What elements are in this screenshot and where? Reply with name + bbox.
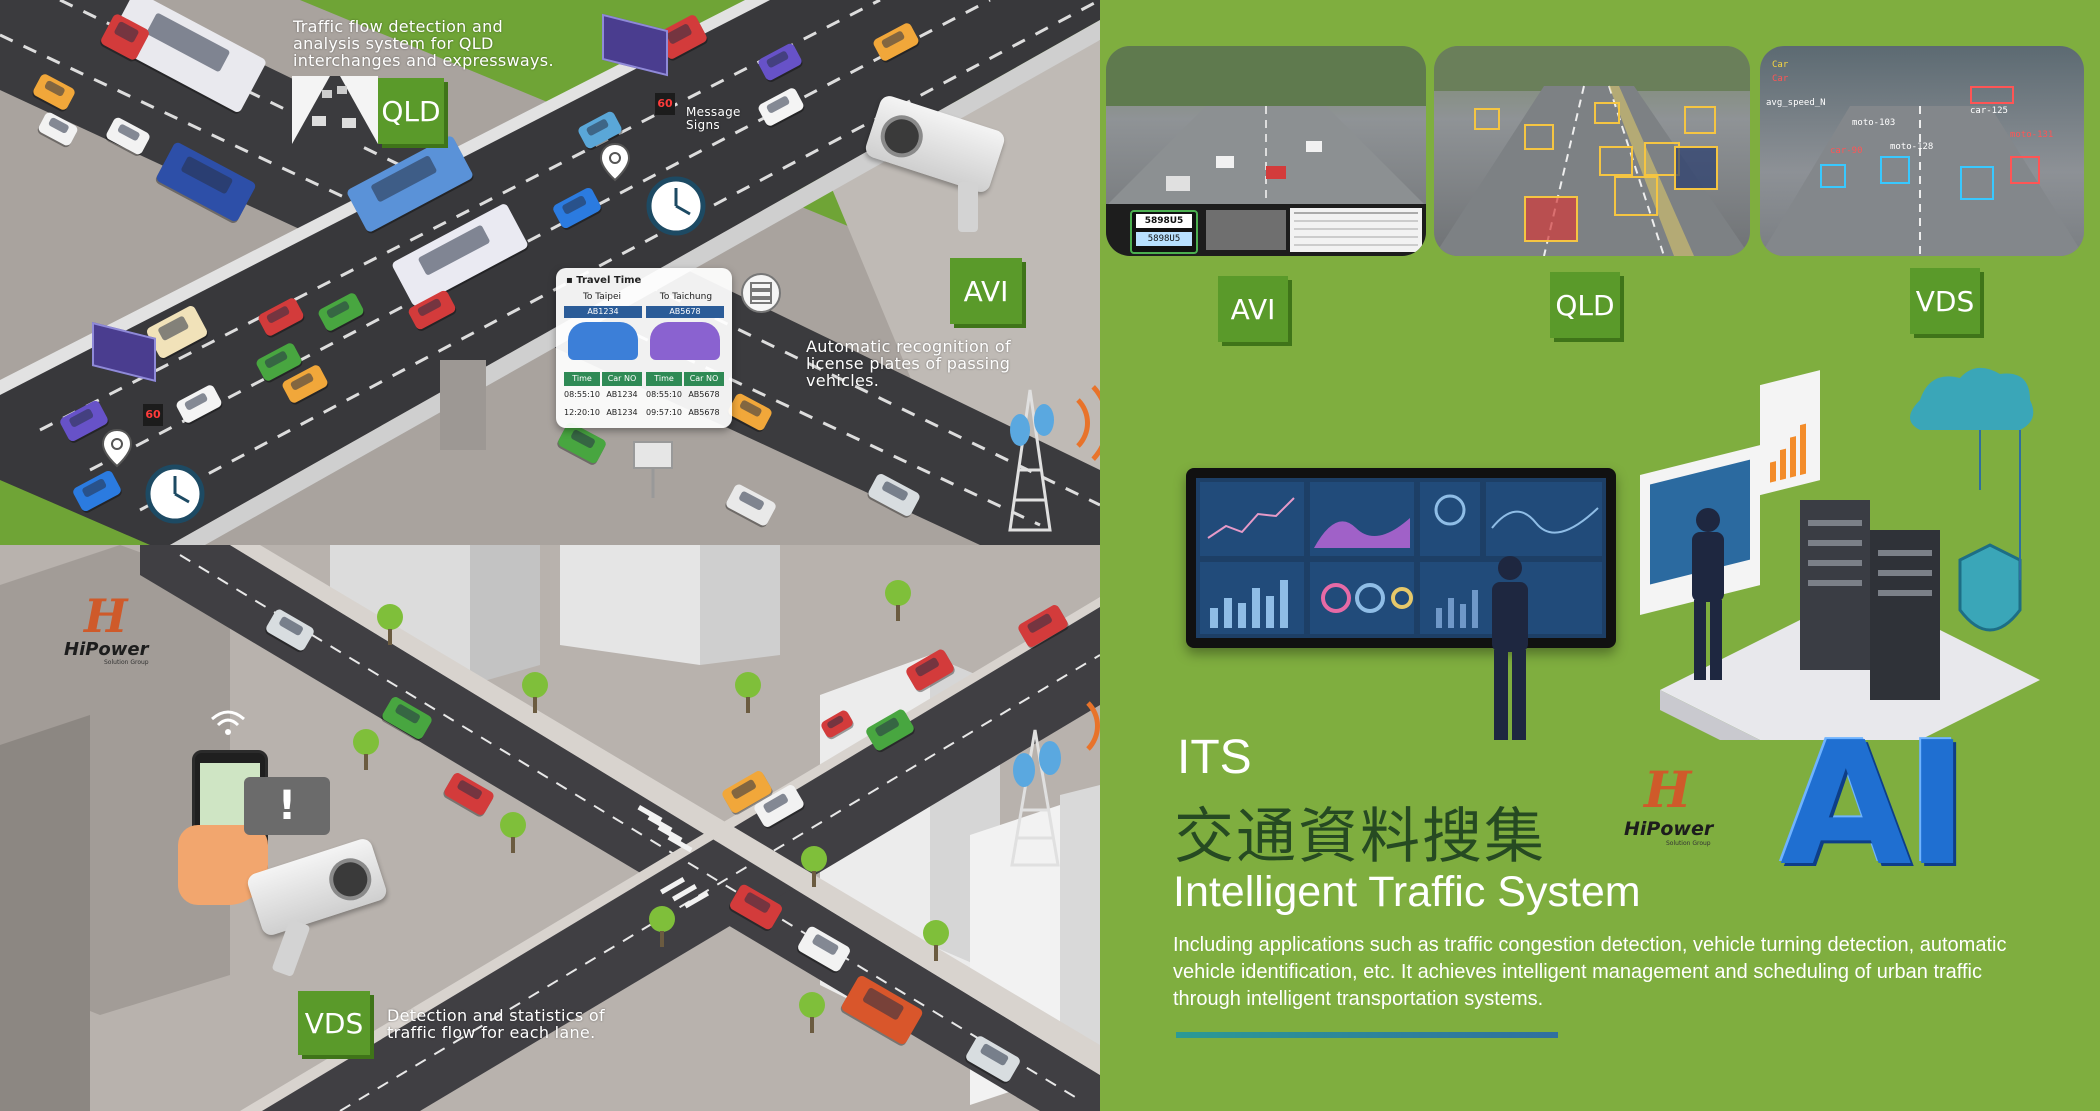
- avi-road-art: [1106, 46, 1426, 206]
- description-text: Including applications such as traffic c…: [1173, 934, 2007, 1010]
- log-table: [1290, 208, 1422, 252]
- detection-box: [2010, 156, 2040, 184]
- qld-road-art: [1434, 46, 1750, 256]
- detection-box: [1880, 156, 1910, 184]
- clock-icon: [145, 464, 205, 524]
- server-icon: [741, 273, 781, 313]
- qld-right-tag: QLD: [1550, 272, 1620, 338]
- vds-label: moto-103: [1852, 118, 1896, 128]
- detection-box: [1970, 86, 2014, 104]
- vds-label: moto-128: [1890, 142, 1934, 152]
- ai-graphic: AI: [1780, 706, 1969, 904]
- left-illustration: 60 60 Traffic flow detection and analysi…: [0, 0, 1100, 1111]
- clock-icon: [646, 176, 706, 236]
- hipower-logo: H HiPower Solution Group: [64, 589, 174, 669]
- cell: AB5678: [688, 408, 720, 417]
- cell: 12:20:10: [564, 408, 600, 417]
- plate-1: AB1234: [564, 306, 642, 318]
- person-figure: [1492, 556, 1528, 740]
- col-time-1: Time: [564, 372, 600, 386]
- dashboard-monitor: [1186, 468, 1616, 648]
- title-its: ITS: [1177, 731, 1252, 784]
- camera-mount: [958, 182, 978, 232]
- detection-box: [1614, 176, 1658, 216]
- plate-text: 5898U5: [1136, 214, 1192, 228]
- col-time-2: Time: [646, 372, 682, 386]
- qld-thumbnail-art: [292, 76, 378, 144]
- car-thumbnail: [1206, 210, 1286, 250]
- hipower-logo-name: HiPower: [1624, 818, 1714, 840]
- title-chinese: 交通資料搜集: [1174, 802, 1546, 872]
- traffic-sensor-icon: [633, 441, 673, 498]
- detection-box: [1594, 102, 1620, 124]
- detection-box: [1524, 124, 1554, 150]
- server-workstation-art: [1640, 367, 2040, 740]
- travel-time-panel: ▪ Travel Time To Taipei To Taichung AB12…: [556, 268, 732, 428]
- location-pin-icon: [101, 428, 133, 468]
- detection-box: [1474, 108, 1500, 130]
- qld-thumbnail: [292, 76, 378, 144]
- vds-label: car-90: [1830, 146, 1863, 156]
- plate-box: 5898U5 5898U5: [1130, 210, 1198, 254]
- cell: 08:55:10: [564, 390, 600, 399]
- vds-label: Car: [1772, 74, 1789, 84]
- cell: 08:55:10: [646, 390, 682, 399]
- vds-label: car-125: [1970, 106, 2008, 116]
- vds-label: Car: [1772, 60, 1789, 70]
- speed-sign: 60: [143, 404, 163, 426]
- vds-label: moto-131: [2010, 130, 2054, 140]
- vds-right-tag: VDS: [1910, 268, 1980, 334]
- qld-tag: QLD: [378, 78, 444, 144]
- avi-screenshot: 5898U5 5898U5: [1106, 46, 1426, 256]
- car-icon-blue: [568, 322, 638, 360]
- cell: AB1234: [606, 390, 638, 399]
- hipower-logo-sub: Solution Group: [104, 659, 149, 666]
- avi-tag: AVI: [950, 258, 1022, 324]
- wifi-icon: [211, 710, 245, 735]
- qld-screenshot: [1434, 46, 1750, 256]
- alert-bubble-icon: !: [244, 777, 330, 835]
- hipower-logo-name: HiPower: [64, 639, 149, 660]
- destination-taichung: To Taichung: [659, 292, 713, 302]
- plate-2: AB5678: [646, 306, 724, 318]
- vds-screenshot: Car Car avg_speed_N moto-103 car-90 moto…: [1760, 46, 2084, 256]
- dashboard-charts: [1200, 482, 1602, 634]
- vds-callout: Detection and statistics of traffic flow…: [387, 1006, 605, 1042]
- vds-tag: VDS: [298, 991, 370, 1055]
- hipower-logo-right: H HiPower Solution Group: [1622, 760, 1732, 856]
- hipower-logo-mark: H: [1644, 760, 1692, 819]
- detection-box: [1960, 166, 1994, 200]
- hipower-logo-mark: H: [84, 589, 128, 643]
- accent-divider: [1176, 1032, 1558, 1038]
- plate-read: 5898U5: [1136, 232, 1192, 246]
- speed-sign: 60: [655, 93, 675, 115]
- qld-callout: Traffic flow detection and analysis syst…: [293, 17, 554, 70]
- col-car-2: Car NO: [684, 372, 724, 386]
- city-scene: H HiPower Solution Group ! VDS Detection…: [0, 545, 1100, 1111]
- cell: AB1234: [606, 408, 638, 417]
- cell: 09:57:10: [646, 408, 682, 417]
- vds-road-art: [1760, 106, 2084, 256]
- detection-box: [1524, 196, 1578, 242]
- cell: AB5678: [688, 390, 720, 399]
- hipower-logo-sub: Solution Group: [1666, 840, 1711, 847]
- car-icon-purple: [650, 322, 720, 360]
- destination-taipei: To Taipei: [582, 292, 622, 302]
- col-car-1: Car NO: [602, 372, 642, 386]
- avi-callout: Automatic recognition of license plates …: [806, 337, 1011, 390]
- avi-right-tag: AVI: [1218, 276, 1288, 342]
- detection-box: [1820, 164, 1846, 188]
- message-signs-label: Message Signs: [686, 105, 741, 132]
- location-pin-icon: [599, 142, 631, 182]
- avi-result-bar: 5898U5 5898U5: [1106, 204, 1426, 256]
- vds-label: avg_speed_N: [1766, 98, 1826, 108]
- title-english: Intelligent Traffic System: [1173, 868, 1641, 916]
- detection-box: [1674, 146, 1718, 190]
- detection-box: [1599, 146, 1633, 176]
- detection-box: [1684, 106, 1716, 134]
- travel-time-title: ▪ Travel Time: [566, 275, 642, 286]
- highway-scene: 60 60 Traffic flow detection and analysi…: [0, 0, 1100, 545]
